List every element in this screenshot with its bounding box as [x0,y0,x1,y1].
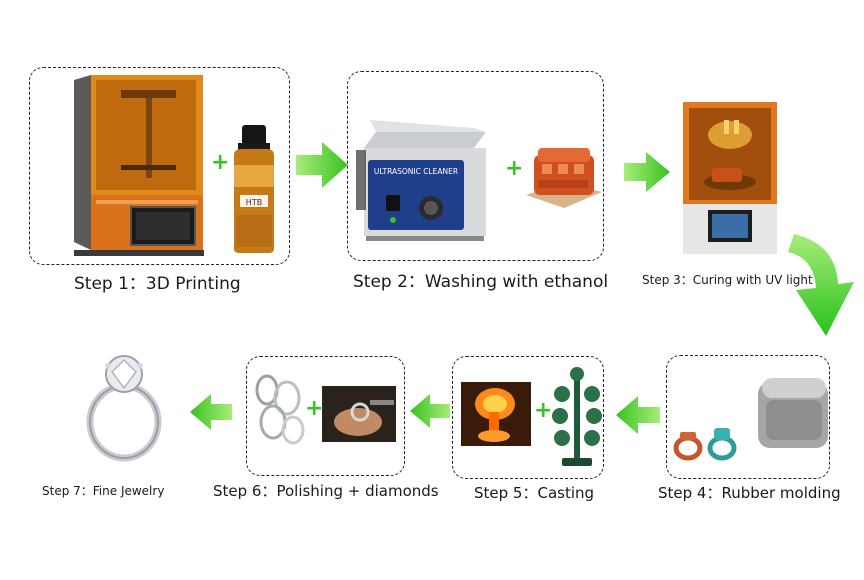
rubber-mold-image [756,376,830,452]
step-1-label: Step 1：3D Printing [74,274,241,294]
step-5-label: Step 5：Casting [474,484,595,502]
step-7-label: Step 7：Fine Jewelry [42,484,165,498]
plus-icon: + [505,156,524,181]
diamond-ring-image [78,352,168,464]
resin-bottle-image: HTB [228,125,280,253]
ultrasonic-cleaner-image: ULTRASONIC CLEANER [356,120,494,242]
uv-curing-box-image [680,100,780,255]
arrow-left-icon [410,394,450,428]
rings-image [672,418,744,466]
metal-pieces-image [253,370,309,450]
arrow-right-icon [624,152,670,192]
step-2-box [347,71,604,261]
molten-metal-image [461,382,531,446]
curved-arrow-down-icon [772,228,862,343]
step-5-box [452,356,604,479]
step-6-label: Step 6：Polishing + diamonds [213,482,439,500]
printed-part-image [524,140,604,210]
step-2-label: Step 2：Washing with ethanol [353,272,609,292]
plus-icon: + [305,396,324,421]
step-3-label: Step 3：Curing with UV light [642,273,813,287]
plus-icon: + [211,150,230,175]
polishing-hand-image [322,386,396,442]
casting-tree-image [552,364,602,468]
step-6-box [246,356,405,476]
arrow-left-icon [190,394,232,430]
plus-icon: + [534,398,553,423]
step-4-box [666,355,830,479]
cleaner-label: ULTRASONIC CLEANER [374,167,458,176]
arrow-left-icon [616,396,660,434]
3d-printer-image [66,70,216,260]
resin-bottle-label: HTB [246,198,262,207]
step-4-label: Step 4：Rubber molding [658,484,841,502]
step-1-box [29,67,290,265]
arrow-right-icon [296,142,348,188]
